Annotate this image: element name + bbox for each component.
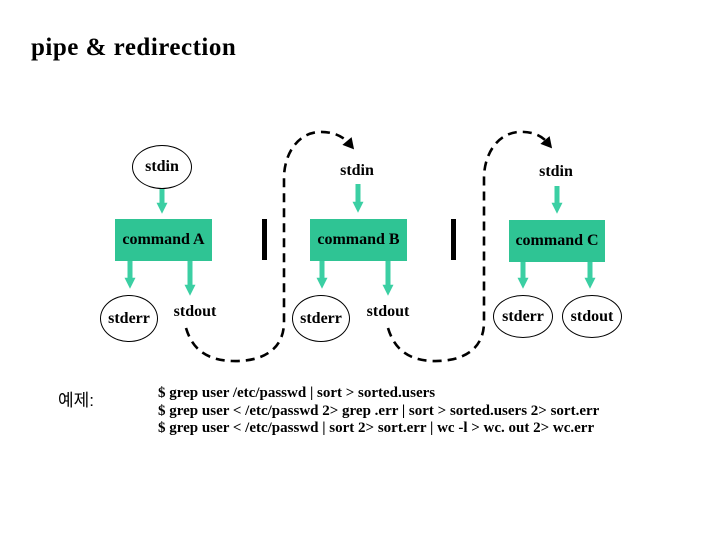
stdin-label-c: stdin [539,163,573,180]
stderr-ellipse-a: stderr [100,295,158,342]
command-b-box: command B [310,219,407,261]
stderr-label-a: stderr [108,309,150,327]
stdin-label-b: stdin [340,162,374,179]
stderr-label-b: stderr [300,309,342,327]
pipe-symbol-2 [451,219,456,260]
example-command-line: $ grep user < /etc/passwd | sort 2> sort… [158,420,595,436]
page-title: pipe & redirection [31,34,237,61]
example-command-list: $ grep user /etc/passwd | sort > sorted.… [158,385,599,438]
pipe-symbol-1 [262,219,267,260]
stderr-ellipse-c: stderr [493,295,553,338]
stdin-label-a: stdin [145,158,179,175]
pipe-flow-b-to-c-arrowhead [540,136,553,149]
stderr-ellipse-b: stderr [292,295,350,342]
stdout-label-b: stdout [366,303,410,320]
command-c-label: command C [515,232,599,249]
example-command-line: $ grep user /etc/passwd | sort > sorted.… [158,385,436,401]
command-a-label: command A [122,231,205,248]
pipe-flow-a-to-b-arrowhead [342,137,355,150]
stderr-label-c: stderr [502,307,544,325]
example-label: 예제: [58,391,95,410]
command-c-box: command C [509,220,605,262]
stdout-label-a: stdout [173,303,217,320]
stdin-ellipse-a: stdin [132,145,192,189]
command-b-label: command B [317,231,400,248]
command-a-box: command A [115,219,212,261]
example-command-line: $ grep user < /etc/passwd 2> grep .err |… [158,402,600,419]
stdout-label-c: stdout [570,307,614,325]
stdout-ellipse-c: stdout [562,295,622,338]
